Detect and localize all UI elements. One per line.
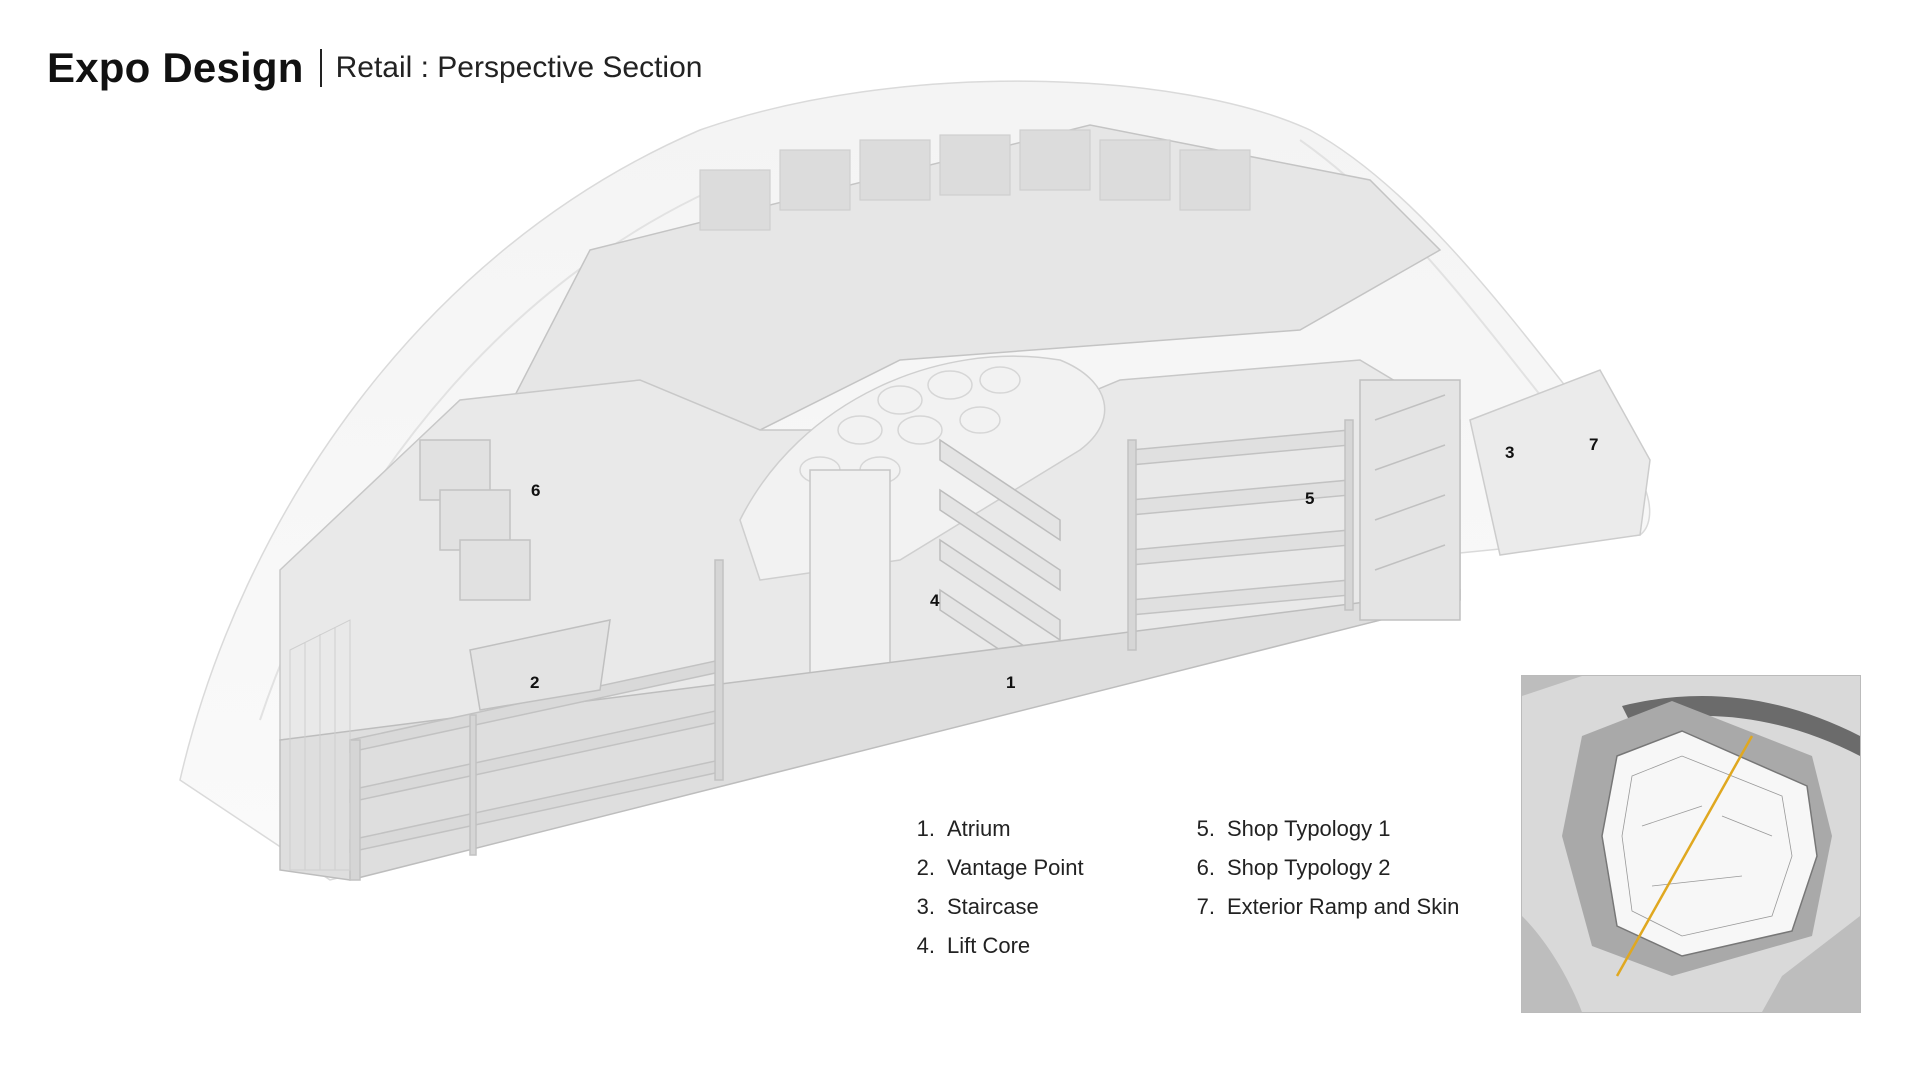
legend-label: Staircase — [947, 893, 1039, 919]
legend-column-1: 1. Atrium 2. Vantage Point 3. Staircase 4. L… — [905, 809, 1084, 965]
legend-number: 1. — [916, 815, 935, 841]
legend-number: 6. — [1196, 854, 1215, 880]
legend-item: 6. Shop Typology 2 — [1185, 848, 1459, 887]
left-glazing — [289, 619, 351, 871]
legend-number: 4. — [916, 932, 935, 958]
legend-item: 5. Shop Typology 1 — [1185, 809, 1459, 848]
left-floors — [349, 559, 724, 881]
legend-label: Shop Typology 2 — [1227, 854, 1391, 880]
page-header: Expo Design Retail : Perspective Section — [47, 44, 702, 92]
legend-number: 3. — [916, 893, 935, 919]
legend-number: 7. — [1196, 893, 1215, 919]
legend-label: Shop Typology 1 — [1227, 815, 1391, 841]
exterior-ramp — [1469, 369, 1651, 556]
legend-number: 5. — [1196, 815, 1215, 841]
page-subtitle: Retail : Perspective Section — [335, 51, 703, 84]
keyplan-section-line — [1615, 735, 1754, 977]
legend-label: Atrium — [947, 815, 1011, 841]
legend-item: 4. Lift Core — [905, 926, 1084, 965]
keyplan-interior — [1621, 755, 1793, 937]
vantage-stair — [469, 619, 611, 711]
section-cut-front — [279, 589, 1461, 881]
callout-6: 6 — [531, 481, 540, 500]
legend-item: 7. Exterior Ramp and Skin — [1185, 887, 1460, 926]
legend-number: 2. — [916, 854, 935, 880]
legend-label: Exterior Ramp and Skin — [1227, 893, 1460, 919]
callout-3: 3 — [1505, 443, 1514, 462]
callout-5: 5 — [1305, 489, 1314, 508]
legend-item: 2. Vantage Point — [905, 848, 1084, 887]
shop-typology-2 — [419, 439, 531, 601]
callout-7: 7 — [1589, 435, 1598, 454]
callout-2: 2 — [530, 673, 539, 692]
shop-typology-1 — [1127, 419, 1354, 651]
legend-label: Lift Core — [947, 932, 1031, 958]
keyplan-building — [1601, 730, 1818, 957]
key-plan — [1521, 675, 1861, 1013]
legend-item: 3. Staircase — [905, 887, 1084, 926]
keyplan-landscape — [1522, 676, 1860, 1012]
callout-4: 4 — [930, 591, 940, 610]
legend-column-2: 5. Shop Typology 1 6. Shop Typology 2 7. Ex… — [1185, 809, 1460, 926]
title-divider — [319, 49, 322, 87]
legend-item: 1. Atrium — [905, 809, 1084, 848]
callout-1: 1 — [1006, 673, 1015, 692]
staircase-tower — [1359, 379, 1461, 621]
roof-modules — [699, 129, 1251, 231]
page-title: Expo Design — [47, 44, 304, 91]
legend-label: Vantage Point — [947, 854, 1084, 880]
